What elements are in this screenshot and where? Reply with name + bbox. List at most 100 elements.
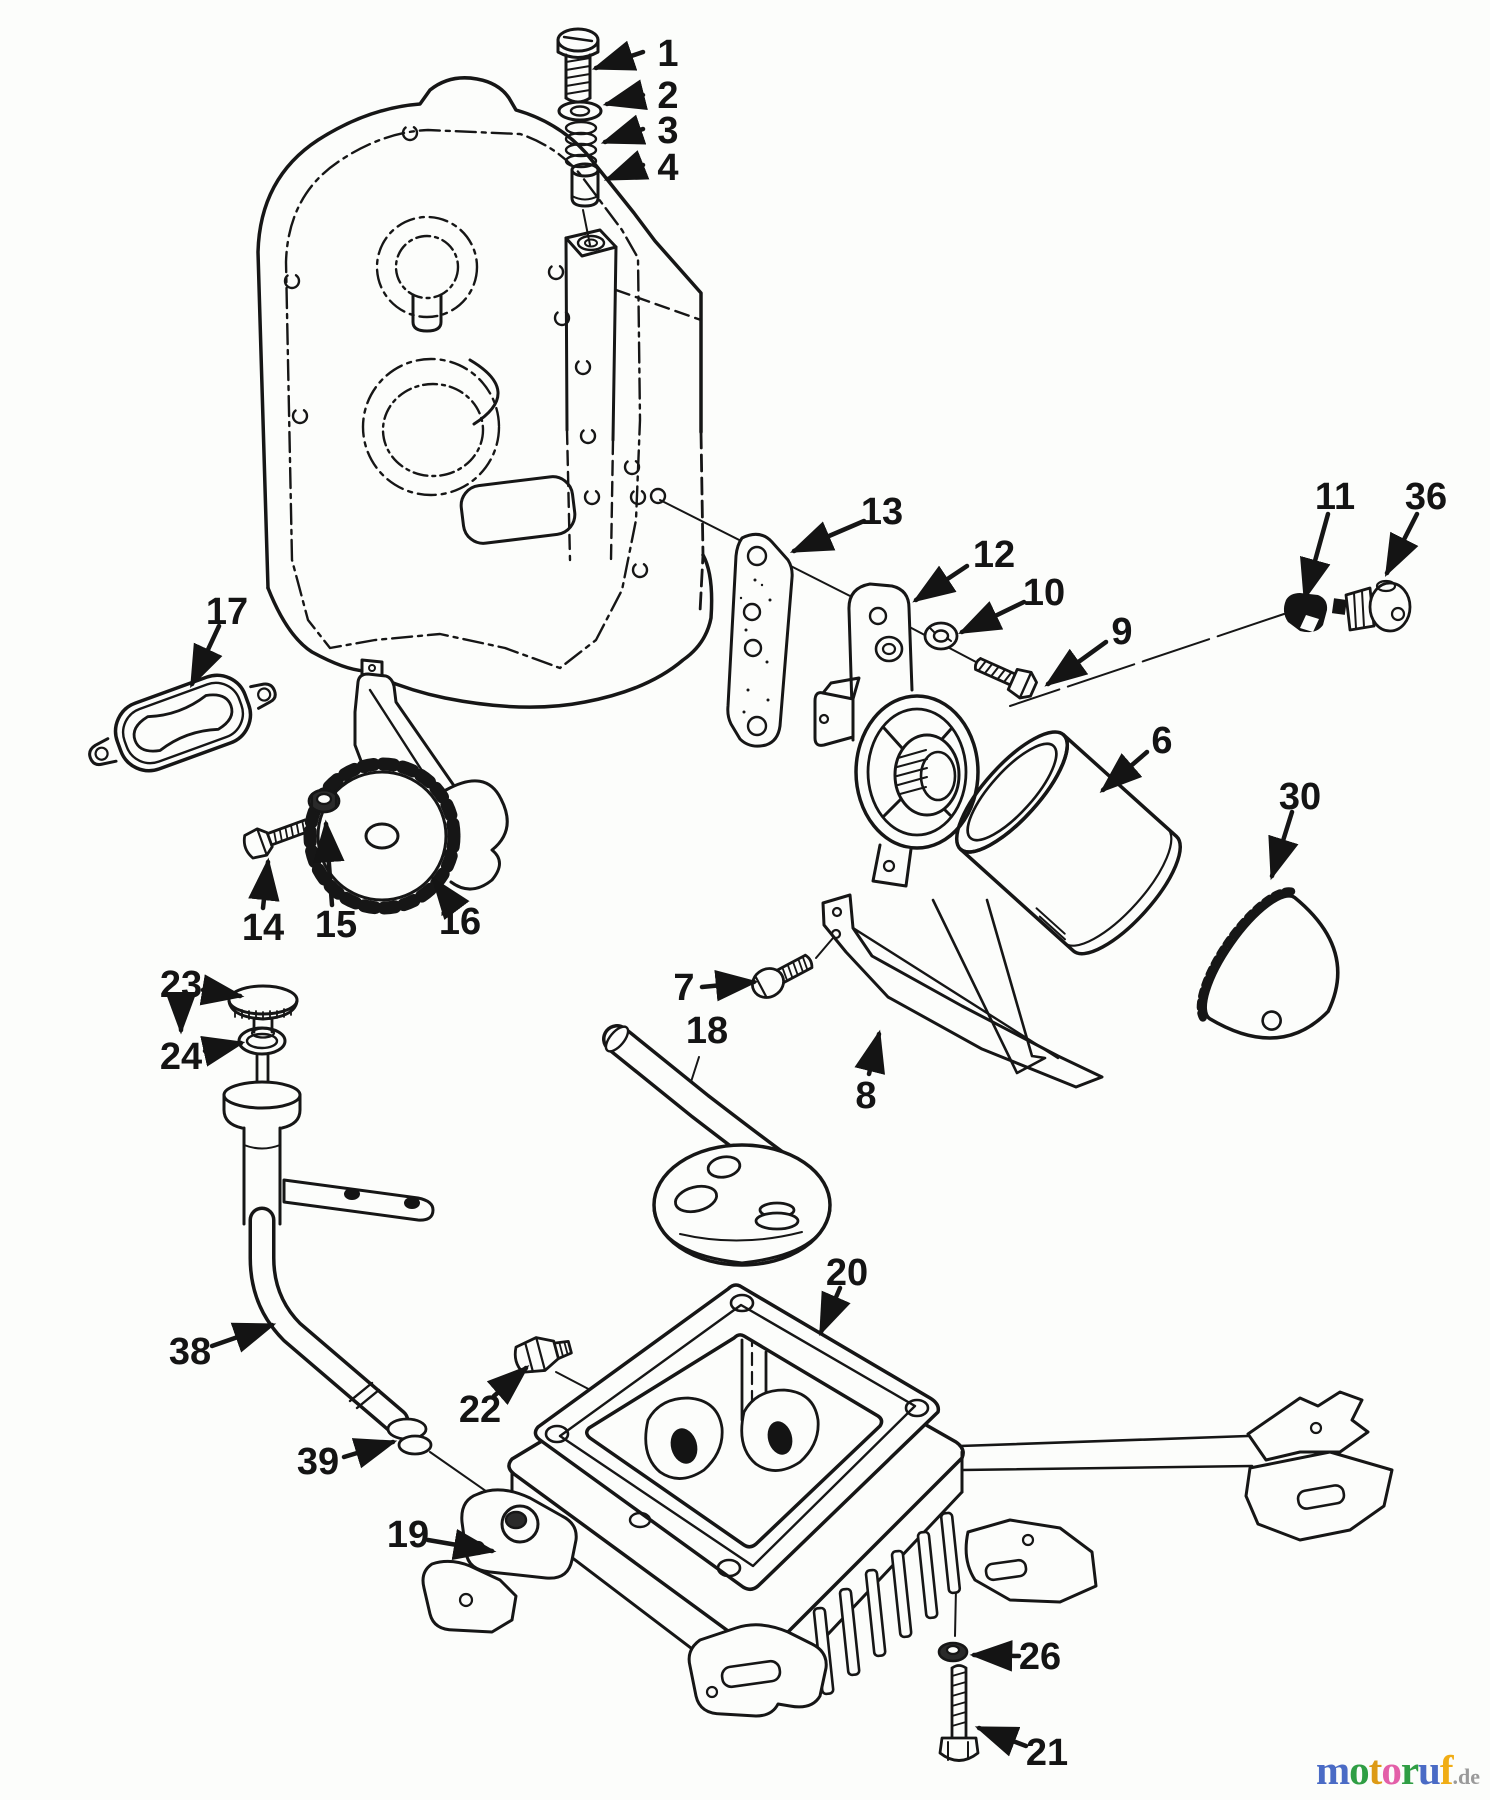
cap-serration [1196,887,1296,1022]
bolt-9 [973,657,1038,700]
filter-support-bracket-8 [821,893,1104,1089]
callout-39: 39 [297,1438,398,1483]
callout-19: 19 [387,1514,497,1561]
oil-filter-6 [954,730,1182,956]
spring-3 [564,120,598,169]
callout-20: 20 [818,1252,868,1337]
part-number-label: 2 [657,75,678,117]
filter-cap-30 [1196,887,1340,1040]
callout-2: 2 [602,75,679,117]
case-bolt-holes [283,124,649,579]
part-number-label: 23 [160,964,202,1006]
callout-4: 4 [603,147,679,189]
gasket-texture [739,578,772,714]
callout-1: 1 [591,33,679,75]
oil-pan-20 [421,1283,1394,1718]
crankcase-cover-drawing [256,76,714,709]
part-number-label: 22 [459,1389,501,1431]
logo-letter: u [1418,1747,1441,1793]
pump-nut-15 [307,788,341,814]
callout-22: 22 [459,1365,530,1431]
motoruf-watermark[interactable]: motoruf.de [1316,1746,1480,1794]
dipstick-assembly [222,984,435,1456]
callout-3: 3 [600,110,679,152]
part-number-label: 20 [826,1252,868,1294]
dipstick-cap-23 [227,984,299,1016]
pump-bolt-14 [242,818,311,860]
part-number-label: 10 [1023,572,1065,614]
bracket-bolt-7 [751,953,814,999]
callout-30: 30 [1268,776,1321,881]
bracket-bolt-hole [830,928,842,940]
part-number-label: 4 [657,147,678,189]
callout-9: 9 [1044,611,1133,687]
plunger-4 [570,162,600,208]
part-number-label: 14 [242,907,284,949]
part-number-label: 3 [657,110,678,152]
cooling-fins [812,1511,962,1696]
part-number-label: 39 [297,1441,339,1483]
part-number-label: 15 [315,904,357,946]
callout-10: 10 [957,572,1065,635]
callouts: 1 2 3 4 6 30 11 36 9 10 12 13 17 14 15 1… [160,33,1447,1774]
callout-26: 26 [969,1636,1061,1678]
callout-38: 38 [169,1322,277,1373]
part-number-label: 13 [861,491,903,533]
part-number-label: 21 [1026,1732,1068,1774]
callout-18: 18 [686,1010,728,1052]
part-number-label: 16 [439,901,481,943]
callout-12: 12 [912,534,1015,603]
oil-pressure-sender-36 [1331,579,1412,633]
part-number-label: 8 [855,1075,876,1117]
callout-13: 13 [789,491,903,554]
pump-gasket-17 [88,673,277,773]
keyhole-tab [411,293,443,333]
part-number-label: 6 [1151,720,1172,762]
callout-21: 21 [974,1725,1068,1774]
part-number-label: 24 [160,1036,202,1078]
callout-23: 23 [160,964,245,1035]
screw-slot [562,35,594,43]
part-number-label: 19 [387,1514,429,1556]
washer-2 [557,100,603,122]
callout-14: 14 [242,857,284,949]
elbow-fitting-11 [1283,593,1328,633]
part-number-label: 1 [657,33,678,75]
pan-internals [596,1332,820,1494]
dipstick-bracket-arm [282,1178,435,1222]
oil-filter-adapter-12 [813,582,980,888]
logo-letter: o [1381,1747,1401,1793]
logo-letter: m [1316,1747,1350,1793]
part-number-label: 7 [673,967,694,1009]
callout-8: 8 [854,1029,886,1117]
callout-6: 6 [1099,720,1173,793]
logo-suffix: .de [1452,1764,1481,1789]
callout-36: 36 [1384,476,1447,578]
part-number-label: 26 [1019,1636,1061,1678]
part-number-label: 36 [1405,476,1447,518]
gear-teeth [303,757,461,915]
callout-7: 7 [673,967,759,1009]
callout-11: 11 [1300,476,1355,602]
part-number-label: 9 [1111,611,1132,653]
logo-letter: f [1439,1747,1454,1793]
pan-mount-feet [421,1390,1394,1718]
washer-10 [923,621,959,651]
part-number-label: 12 [973,534,1015,576]
callout-15: 15 [313,819,357,946]
callout-17: 17 [189,591,248,689]
callout-16: 16 [431,876,481,943]
washer-26 [937,1641,969,1663]
mounting-gasket-13 [726,532,794,748]
part-number-label: 17 [206,591,248,633]
logo-letter: t [1368,1747,1383,1793]
part-number-label: 30 [1279,776,1321,818]
logo-letter: o [1349,1747,1369,1793]
part-number-label: 11 [1315,476,1355,518]
relief-valve-parts [556,27,603,208]
part-number-label: 18 [686,1010,728,1052]
logo-letter: r [1400,1747,1419,1793]
oil-pump-16 [303,658,509,915]
pan-bolt-21 [938,1664,980,1762]
